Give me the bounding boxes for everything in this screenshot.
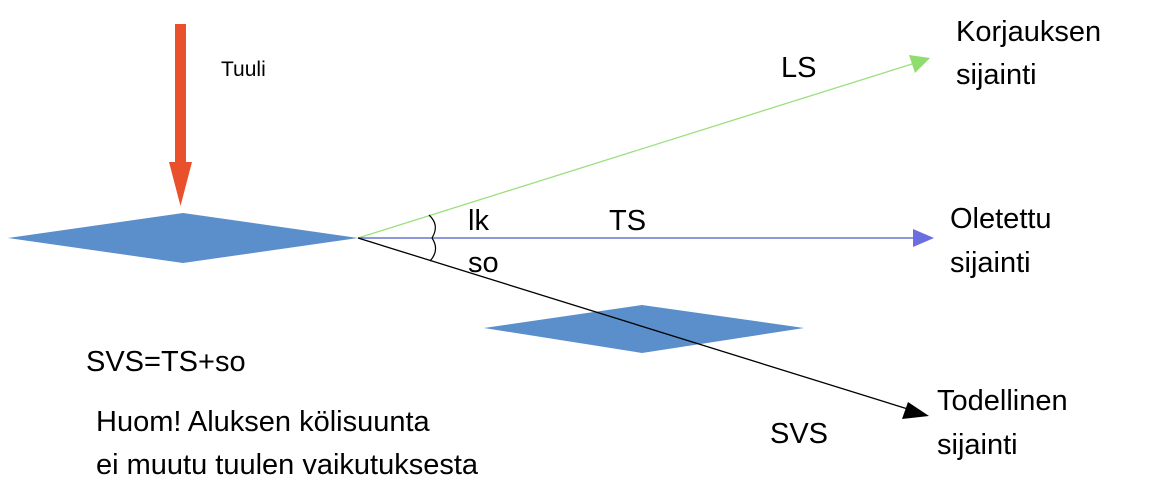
actual-position-label-line2: sijainti [937, 429, 1018, 461]
ts-arrow-head [913, 229, 934, 247]
ship-original-position [8, 213, 358, 263]
ship-drifted-position [484, 305, 804, 353]
ls-course-line [357, 63, 913, 239]
ts-label: TS [609, 205, 646, 237]
note-line1: Huom! Aluksen kölisuunta [96, 406, 431, 438]
assumed-position-label-line1: Oletettu [950, 203, 1052, 235]
correction-position-label-line1: Korjauksen [956, 16, 1101, 48]
angle-lk-label: lk [468, 205, 489, 237]
svs-label: SVS [770, 418, 828, 450]
actual-position-label-line1: Todellinen [937, 385, 1068, 417]
formula-label: SVS=TS+so [86, 346, 246, 378]
wind-label: Tuuli [221, 58, 266, 81]
angle-lk-arc [428, 214, 436, 239]
svs-arrow-head [902, 402, 929, 419]
note-line2: ei muutu tuulen vaikutuksesta [96, 449, 479, 481]
wind-arrow-shaft [175, 24, 186, 174]
wind-arrow-head [169, 162, 192, 206]
svs-course-line [357, 237, 912, 411]
ls-arrow-head [909, 55, 930, 73]
assumed-position-label-line2: sijainti [950, 247, 1031, 279]
angle-so-label: so [468, 247, 499, 279]
correction-position-label-line2: sijainti [956, 59, 1037, 91]
wind-arrow-icon [169, 24, 192, 206]
angle-so-arc [429, 237, 437, 262]
ls-label: LS [781, 52, 816, 84]
